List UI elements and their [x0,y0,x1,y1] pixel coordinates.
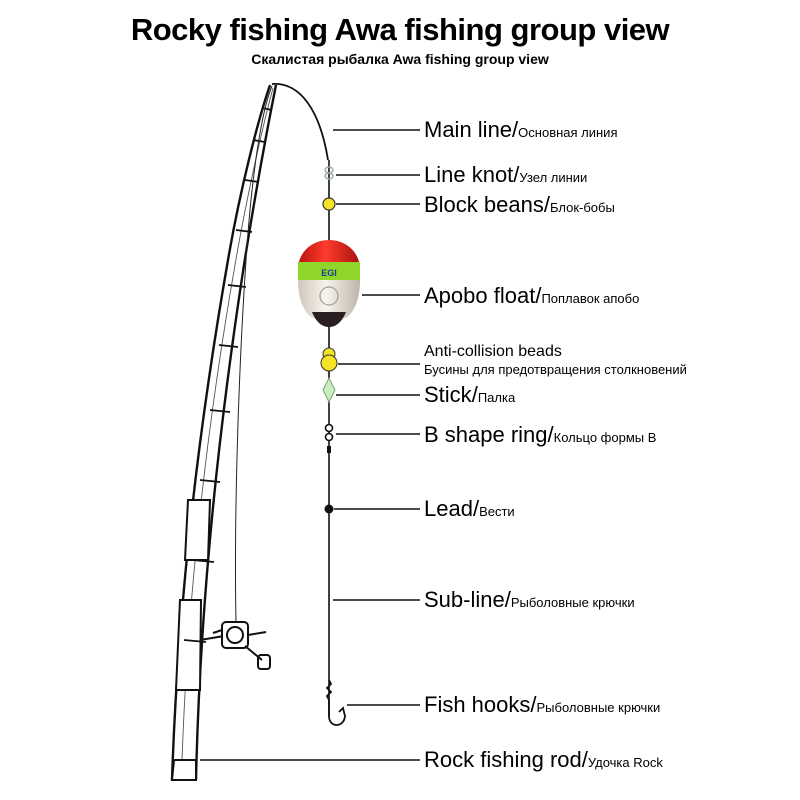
main-line [271,83,330,716]
label-sub-line: Sub-line/Рыболовные крючки [424,587,635,612]
diagram-subtitle: Скалистая рыбалка Awa fishing group view [251,51,549,67]
label-apobo-float: Apobo float/Поплавок апобо [424,283,640,308]
leader-lines [200,129,420,761]
label-rock-fishing-rod: Rock fishing rod/Удочка Rock [424,747,663,772]
label-lead: Lead/Вести [424,496,515,521]
label-block-beans: Block beans/Блок-бобы [424,192,615,217]
label-anti-collision-beads: Anti-collision beads Бусины для предотвр… [424,343,687,377]
fish-hook-icon [325,679,346,726]
float-icon: EGI [298,240,360,327]
line-knot-icon [324,166,334,180]
stick-icon [322,376,336,404]
anti-collision-bead-icon [320,347,338,372]
diagram-title: Rocky fishing Awa fishing group view [130,12,670,47]
fishing-rod [170,84,278,781]
label-fish-hooks: Fish hooks/Рыболовные крючки [424,692,661,717]
b-ring-icon [324,423,334,442]
float-brand: EGI [321,268,337,278]
reel [199,621,271,670]
label-stick: Stick/Палка [424,382,516,407]
label-b-shape-ring: B shape ring/Кольцо формы B [424,422,657,447]
label-line-knot: Line knot/Узел линии [424,162,588,187]
block-bean-icon [322,197,336,211]
lead-icon [324,504,334,514]
label-main-line: Main line/Основная линия [424,117,618,142]
